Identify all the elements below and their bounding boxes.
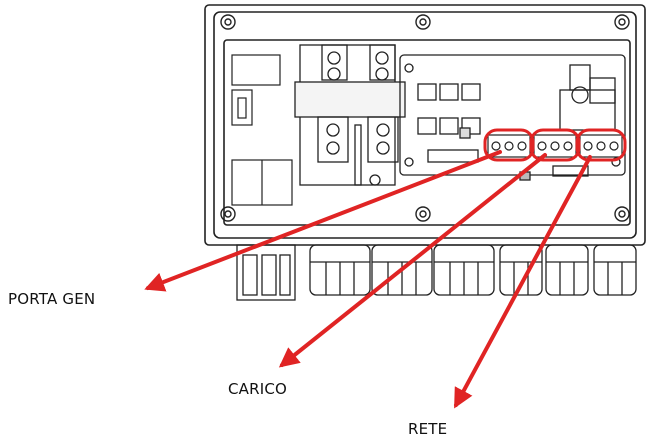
- terminal-group-grid: [579, 134, 623, 158]
- highlight-gen: [483, 128, 535, 162]
- label-grid: RETE: [408, 420, 448, 438]
- left-panel: [231, 54, 293, 206]
- mounting-screws: [220, 14, 630, 222]
- terminal-group-load: [533, 134, 577, 158]
- label-load: CARICO: [228, 380, 288, 398]
- arrow-load: [278, 153, 547, 368]
- cable-glands: [236, 244, 637, 301]
- busbar-assembly: [294, 44, 406, 186]
- arrow-grid: [454, 155, 592, 409]
- pointer-arrows: [144, 150, 592, 409]
- highlight-load: [529, 128, 581, 162]
- label-gen-port: PORTA GEN: [8, 290, 96, 308]
- arrow-gen: [144, 150, 502, 292]
- enclosure: [204, 4, 646, 246]
- control-board: [399, 54, 626, 181]
- highlight-rings: [483, 128, 627, 162]
- highlight-grid: [575, 128, 627, 162]
